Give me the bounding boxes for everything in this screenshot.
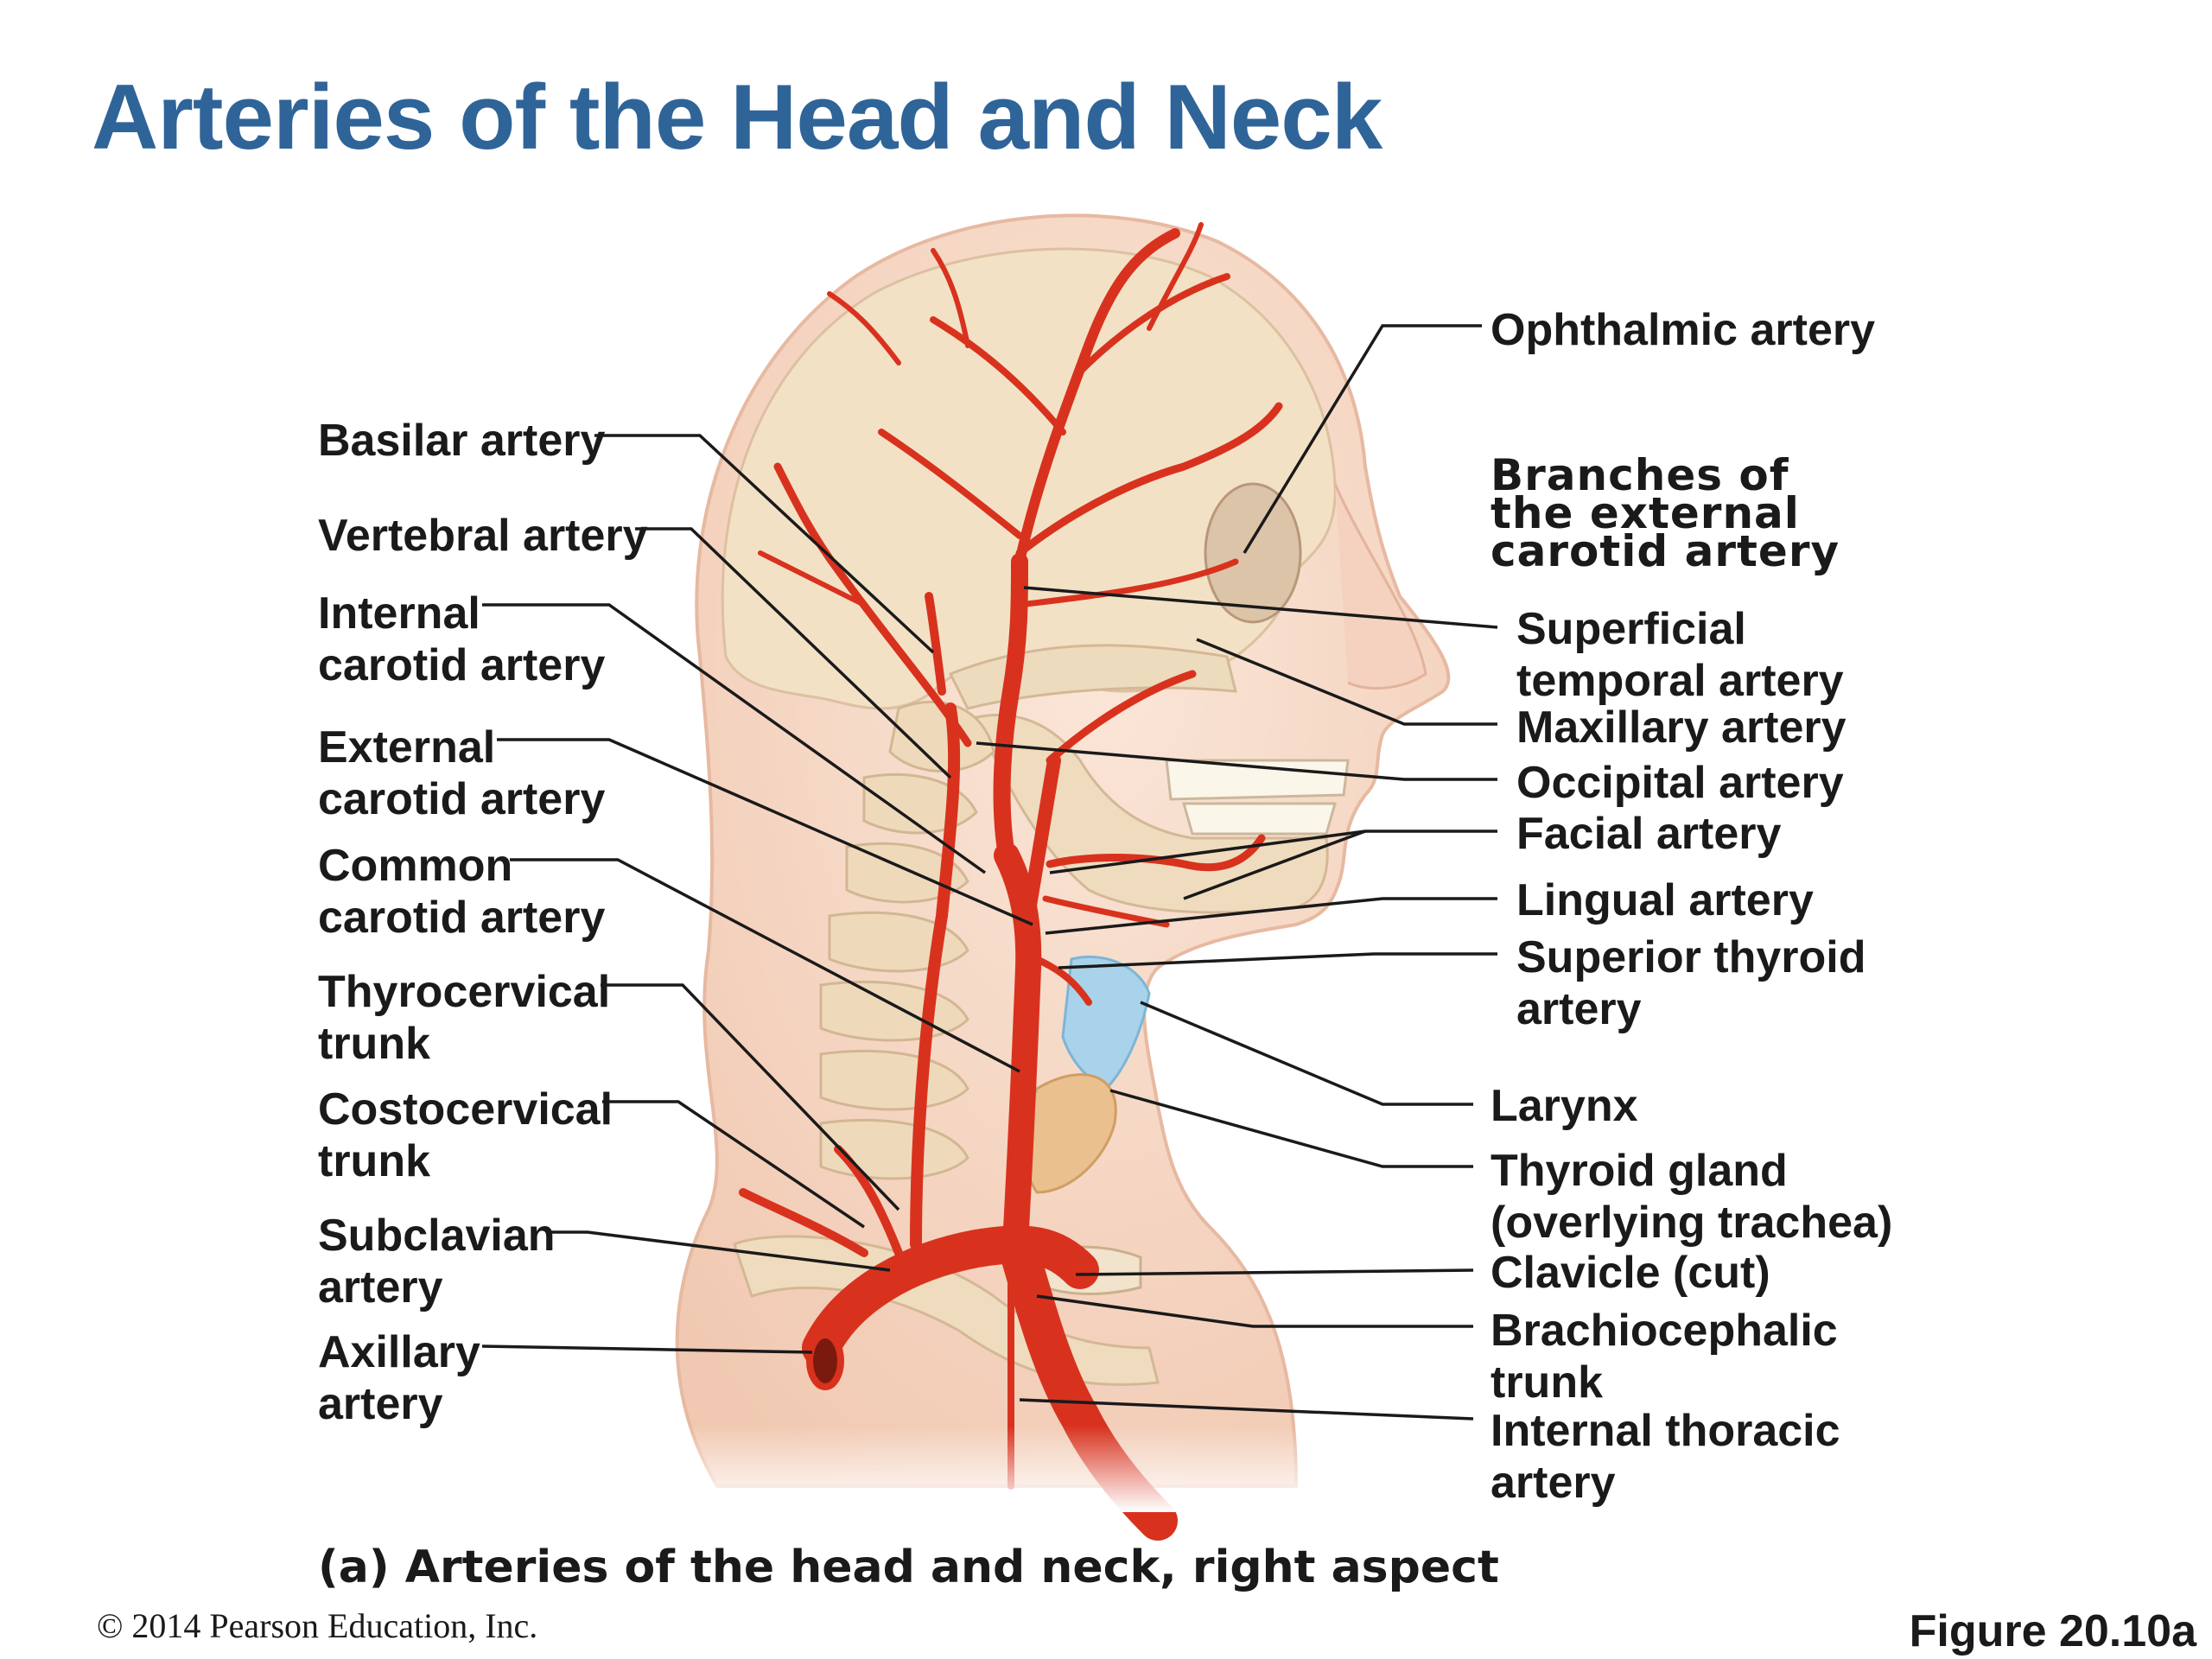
label-clavicle-cut: Clavicle (cut) — [1491, 1248, 1770, 1298]
heading-external-carotid-branches: Branches of the external carotid artery — [1491, 450, 1840, 576]
label-larynx: Larynx — [1491, 1081, 1638, 1131]
figure-caption: (a) Arteries of the head and neck, right… — [318, 1541, 1499, 1593]
label-facial-artery: Facial artery — [1516, 809, 1782, 859]
label-internal-carotid-artery: Internal carotid artery — [318, 588, 606, 691]
lower-teeth — [1182, 802, 1337, 836]
copyright-notice: © 2014 Pearson Education, Inc. — [97, 1606, 538, 1645]
label-superior-thyroid-artery: Superior thyroid artery — [1516, 932, 1866, 1035]
label-maxillary-artery: Maxillary artery — [1516, 702, 1847, 753]
figure-number: Figure 20.10a — [1909, 1606, 2196, 1656]
label-vertebral-artery: Vertebral artery — [318, 511, 648, 561]
label-occipital-artery: Occipital artery — [1516, 758, 1844, 808]
leader-lines — [481, 324, 1498, 1421]
label-external-carotid-artery: External carotid artery — [318, 722, 606, 825]
nose — [1333, 483, 1427, 690]
label-lingual-artery: Lingual artery — [1516, 875, 1814, 925]
label-internal-thoracic-artery: Internal thoracic artery — [1491, 1406, 1840, 1509]
label-thyrocervical-trunk: Thyrocervical trunk — [318, 967, 611, 1070]
label-thyroid-gland: Thyroid gland (overlying trachea) — [1491, 1146, 1893, 1249]
label-costocervical-trunk: Costocervical trunk — [318, 1084, 613, 1187]
bottom-fade — [605, 1166, 1382, 1512]
label-ophthalmic-artery: Ophthalmic artery — [1491, 305, 1876, 355]
label-basilar-artery: Basilar artery — [318, 416, 606, 466]
label-axillary-artery: Axillary artery — [318, 1327, 480, 1430]
label-superficial-temporal-artery: Superficial temporal artery — [1516, 604, 1844, 707]
eye-orbit — [1204, 482, 1302, 624]
label-subclavian-artery: Subclavian artery — [318, 1211, 556, 1313]
page-title: Arteries of the Head and Neck — [92, 65, 1382, 168]
label-common-carotid-artery: Common carotid artery — [318, 841, 606, 944]
label-brachiocephalic-trunk: Brachiocephalic trunk — [1491, 1306, 1838, 1408]
